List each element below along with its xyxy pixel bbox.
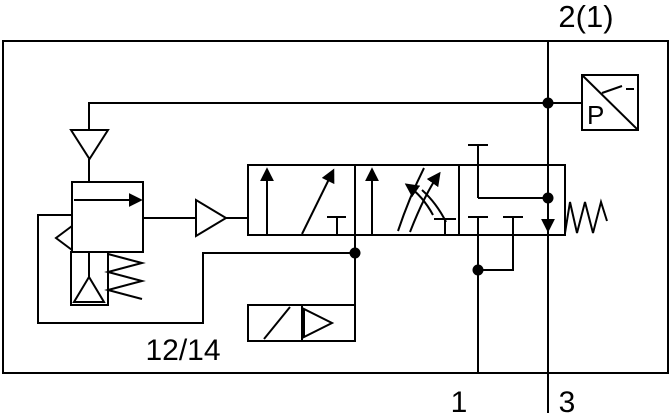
amplifier-triangle-icon (303, 307, 335, 339)
pressure-regulator (54, 181, 196, 306)
pilot-supply-line (88, 102, 582, 130)
return-spring-icon (564, 198, 608, 234)
port-2-label: 2(1) (558, 0, 613, 34)
relief-arrow-icon (54, 225, 73, 251)
regulator-spring-icon (104, 253, 146, 300)
solenoid-coil-icon (263, 306, 291, 340)
pilot-ports-label: 12/14 (145, 334, 220, 367)
pilot-amplifier-icon (195, 198, 248, 238)
pressure-sensor: P (581, 74, 639, 131)
pressure-sensor-label: P (587, 100, 604, 130)
supply-port-branch (472, 235, 514, 373)
solenoid-pilot (247, 235, 356, 342)
valve-position-middle (365, 167, 456, 235)
enclosure-box (2, 40, 669, 374)
switch-contact-icon (601, 85, 623, 94)
port-1-label: 1 (451, 386, 468, 415)
main-valve (247, 144, 608, 236)
valve-position-right (468, 144, 555, 235)
port-3-label: 3 (559, 386, 576, 415)
junction-dot (472, 264, 484, 276)
valve-position-left (260, 167, 346, 235)
vent-triangle-icon (72, 275, 106, 303)
nozzle-triangle-icon (69, 129, 110, 182)
